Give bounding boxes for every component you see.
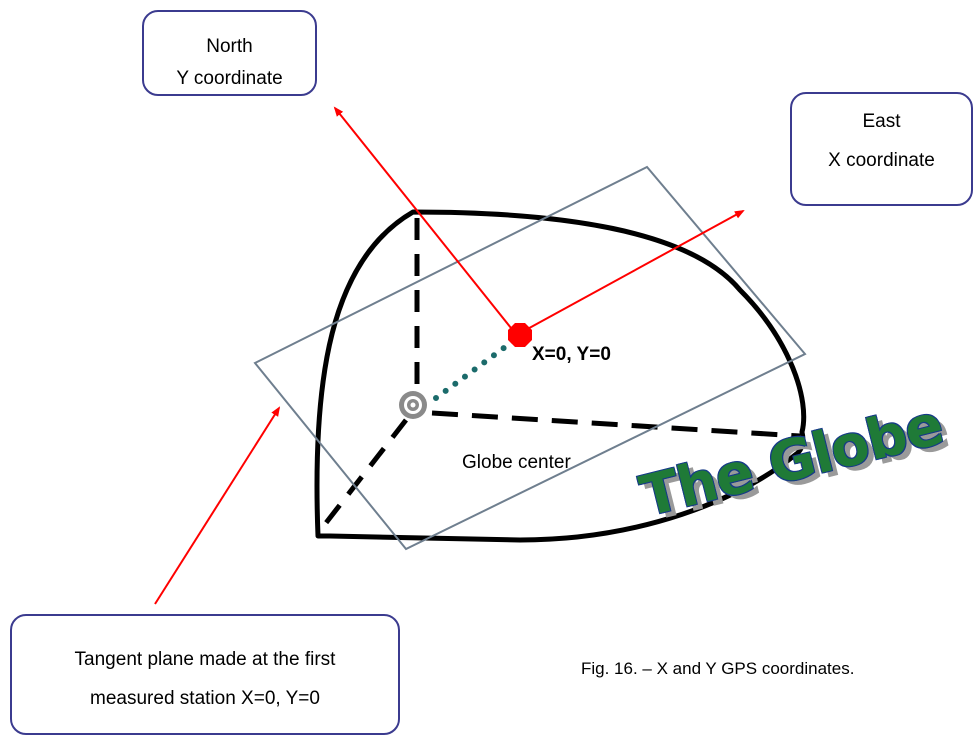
north-label-box: North Y coordinate bbox=[142, 10, 317, 96]
tangent-plane-label-line1: Tangent plane made at the first bbox=[74, 649, 336, 670]
dashed-south-axis bbox=[320, 418, 408, 530]
globe-outline bbox=[314, 209, 807, 543]
tangent-plane-label-box: Tangent plane made at the first measured… bbox=[10, 614, 400, 735]
dotted-radius bbox=[433, 333, 523, 401]
dashed-east-axis bbox=[431, 410, 801, 439]
globe-center-icon bbox=[399, 391, 427, 419]
origin-label: X=0, Y=0 bbox=[532, 344, 611, 365]
east-label: East bbox=[862, 111, 901, 132]
globe-center-label: Globe center bbox=[462, 452, 571, 473]
east-label-box: East X coordinate bbox=[790, 92, 973, 206]
north-label: North bbox=[206, 36, 253, 57]
tangent-plane bbox=[253, 165, 807, 551]
y-coordinate-label: Y coordinate bbox=[176, 68, 283, 89]
tangent-plane-label-line2: measured station X=0, Y=0 bbox=[90, 688, 320, 709]
east-arrow bbox=[521, 210, 745, 333]
x-coordinate-label: X coordinate bbox=[828, 150, 935, 171]
figure-caption: Fig. 16. – X and Y GPS coordinates. bbox=[581, 659, 855, 678]
tangent-pointer-arrow bbox=[154, 406, 281, 605]
origin-marker bbox=[508, 323, 532, 347]
north-arrow bbox=[333, 106, 516, 334]
